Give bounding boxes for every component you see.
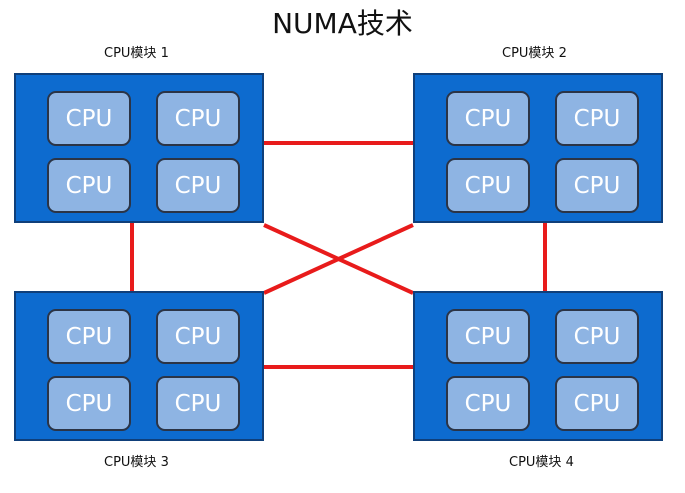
diagram-title: NUMA技术 xyxy=(272,7,413,40)
cpu-chip: CPU xyxy=(47,158,131,213)
cpu-module-2: CPU CPU CPU CPU xyxy=(413,73,663,223)
cpu-chip: CPU xyxy=(555,158,639,213)
cpu-chip: CPU xyxy=(156,91,240,146)
module-label-2: CPU模块 2 xyxy=(502,46,567,61)
cpu-chip: CPU xyxy=(555,91,639,146)
cpu-chip: CPU xyxy=(156,309,240,364)
cpu-chip: CPU xyxy=(446,91,530,146)
cpu-chip: CPU xyxy=(446,309,530,364)
module-label-4: CPU模块 4 xyxy=(509,455,574,470)
cpu-chip: CPU xyxy=(47,309,131,364)
cpu-chip: CPU xyxy=(555,309,639,364)
cpu-chip: CPU xyxy=(446,376,530,431)
cpu-chip: CPU xyxy=(47,376,131,431)
module-label-1: CPU模块 1 xyxy=(104,46,169,61)
cpu-chip: CPU xyxy=(47,91,131,146)
cpu-chip: CPU xyxy=(446,158,530,213)
cpu-module-1: CPU CPU CPU CPU xyxy=(14,73,264,223)
module-label-3: CPU模块 3 xyxy=(104,455,169,470)
link-module-2-3 xyxy=(263,223,414,295)
cpu-chip: CPU xyxy=(156,158,240,213)
cpu-module-3: CPU CPU CPU CPU xyxy=(14,291,264,441)
cpu-chip: CPU xyxy=(156,376,240,431)
cpu-module-4: CPU CPU CPU CPU xyxy=(413,291,663,441)
cpu-chip: CPU xyxy=(555,376,639,431)
